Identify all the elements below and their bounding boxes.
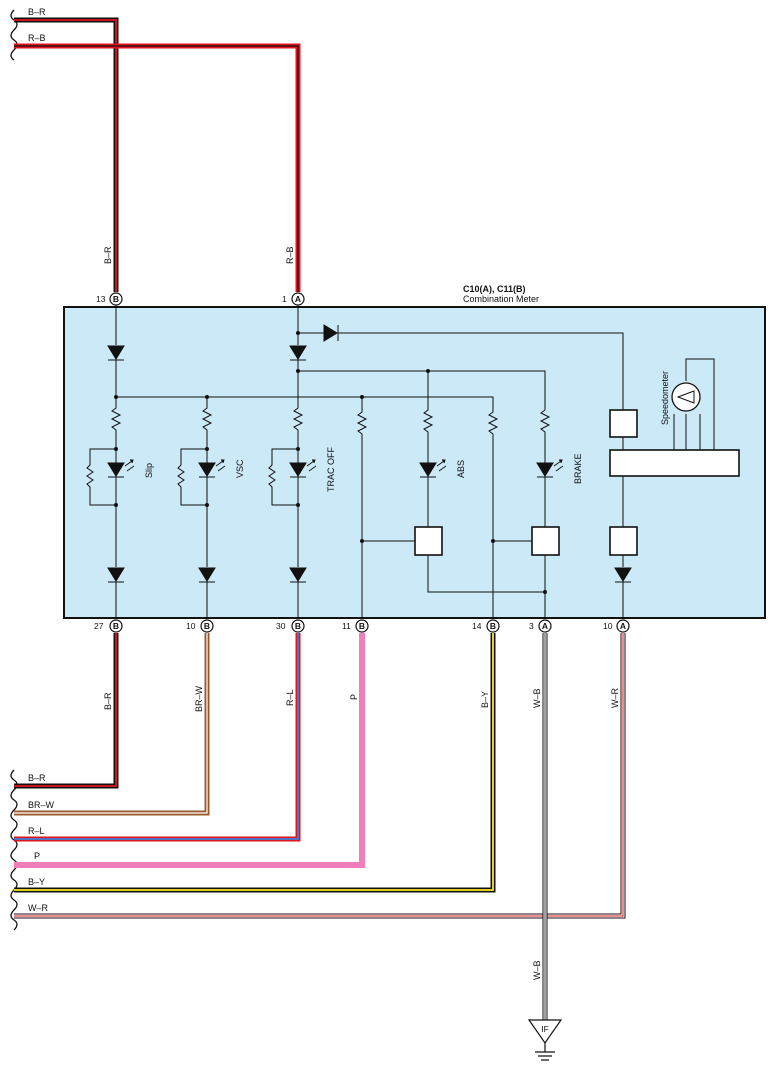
svg-text:B: B <box>113 294 119 304</box>
indicator-label-brake: BRAKE <box>573 453 583 484</box>
indicator-label-vsc: VSC <box>235 459 245 478</box>
indicator-label-trac-off: TRAC OFF <box>326 447 336 492</box>
ground-symbol-if: IF <box>527 1019 563 1061</box>
svg-text:30: 30 <box>276 621 286 631</box>
pin-bottom-3: 3 A <box>529 619 552 633</box>
svg-text:Speedometer: Speedometer <box>660 371 670 425</box>
svg-text:B: B <box>295 621 301 631</box>
pin-bottom-10b: 10 B <box>186 619 214 633</box>
wire-label-bottom-b-r: B–R <box>28 773 46 783</box>
pin-bottom-10a: 10 A <box>603 619 630 633</box>
wire-label-top-r-b: R–B <box>28 33 46 43</box>
wire-label-bottom-br-w: BR–W <box>28 800 55 810</box>
wire-label-top-b-r: B–R <box>28 7 46 17</box>
speedometer-gauge: Speedometer <box>609 371 740 477</box>
wire-top-b-r <box>14 17 119 292</box>
svg-text:27: 27 <box>94 621 104 631</box>
svg-text:11: 11 <box>342 621 351 631</box>
pin-bottom-30: 30 B <box>276 619 305 633</box>
diodes <box>107 324 632 583</box>
indicator-leds <box>107 459 564 478</box>
indicator-label-slip: Slip <box>144 463 154 478</box>
wire-vlabel-bottom-w-r: W–R <box>610 688 620 709</box>
wire-label-bottom-w-r: W–R <box>28 903 49 913</box>
pin-bottom-14: 14 B <box>472 619 500 633</box>
svg-text:3: 3 <box>529 621 534 631</box>
wire-vlabel-ground-w-b: W–B <box>532 960 542 980</box>
wire-bottom-p <box>14 633 365 868</box>
wire-label-bottom-r-l: R–L <box>28 826 45 836</box>
svg-text:13: 13 <box>96 294 106 304</box>
wire-bottom-br-w <box>14 633 210 816</box>
wire-vlabel-bottom-p: P <box>349 694 359 700</box>
svg-text:10: 10 <box>186 621 196 631</box>
svg-text:1: 1 <box>282 294 287 304</box>
switch-boxes <box>414 409 638 556</box>
wire-label-bottom-p: P <box>34 851 40 861</box>
svg-text:B: B <box>113 621 119 631</box>
pin-top-1: 1 A <box>282 292 305 306</box>
wire-vlabel-bottom-br-w: BR–W <box>194 685 204 712</box>
pin-top-13: 13 B <box>96 292 123 306</box>
indicator-label-abs: ABS <box>456 460 466 478</box>
wire-vlabel-top-r-b: R–B <box>285 246 295 264</box>
meter-name: Combination Meter <box>463 294 539 304</box>
wire-vlabel-bottom-b-r: B–R <box>103 692 113 710</box>
bottom-pins: 27 B 10 B 30 B 11 B 14 B 3 A <box>94 619 630 633</box>
wire-bottom-w-r <box>14 633 626 919</box>
svg-text:A: A <box>542 621 548 631</box>
pin-bottom-11: 11 B <box>342 619 369 633</box>
wire-vlabel-bottom-w-b: W–B <box>532 688 542 708</box>
svg-text:14: 14 <box>472 621 482 631</box>
wire-vlabel-top-b-r: B–R <box>103 246 113 264</box>
wire-bottom-r-l <box>14 633 301 842</box>
pin-bottom-27: 27 B <box>94 619 123 633</box>
svg-text:10: 10 <box>603 621 613 631</box>
wire-bottom-b-y <box>14 633 496 893</box>
svg-text:IF: IF <box>541 1024 549 1034</box>
meter-connector-id: C10(A), C11(B) <box>463 284 526 294</box>
svg-text:B: B <box>359 621 365 631</box>
wire-vlabel-bottom-r-l: R–L <box>285 689 295 706</box>
wire-label-bottom-b-y: B–Y <box>28 877 45 887</box>
svg-text:B: B <box>204 621 210 631</box>
wire-top-r-b <box>14 43 301 292</box>
svg-text:A: A <box>620 621 626 631</box>
wire-bottom-b-r <box>14 633 119 789</box>
svg-text:B: B <box>490 621 496 631</box>
break-marks <box>10 9 18 931</box>
svg-text:A: A <box>295 294 301 304</box>
junction-dots <box>114 331 547 594</box>
wire-vlabel-bottom-b-y: B–Y <box>480 691 490 708</box>
